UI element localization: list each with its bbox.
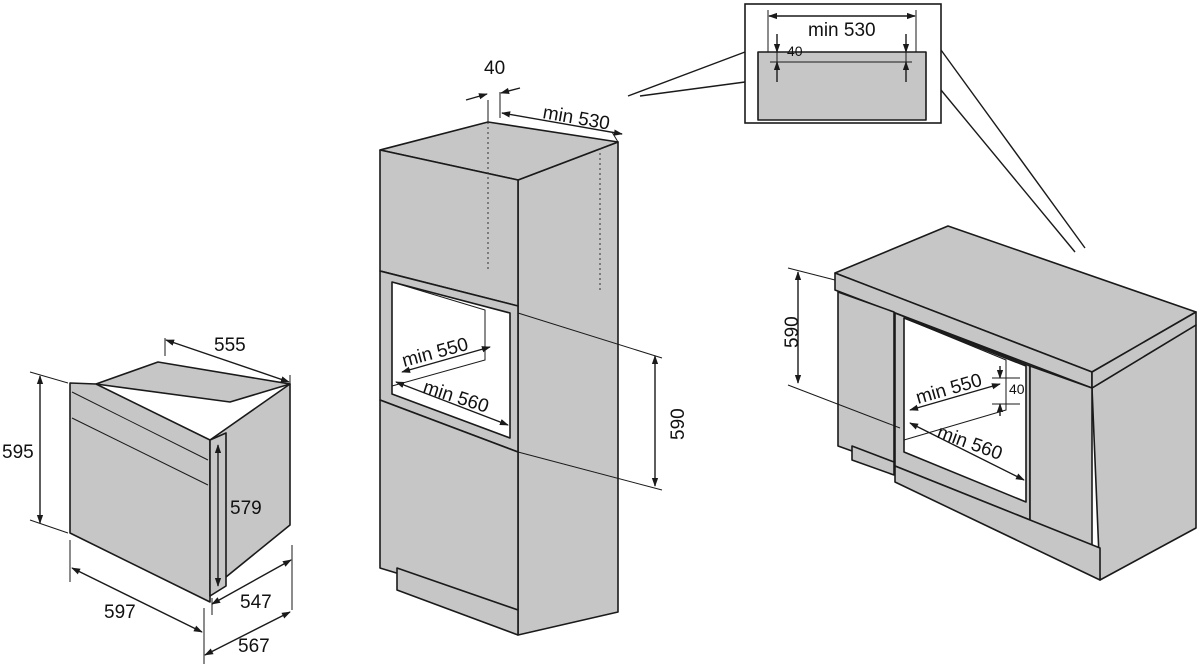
undercounter-width-arrow xyxy=(909,422,1025,481)
oven-overall-width-label: 567 xyxy=(238,636,270,657)
undercounter-right-panel xyxy=(1029,365,1093,551)
oven-body-width-label: 547 xyxy=(240,592,272,613)
oven-dimensions: 555 595 597 579 547 567 xyxy=(2,335,293,664)
detail-width-label: min 530 xyxy=(808,20,876,41)
niche-height-label: 590 xyxy=(668,408,689,440)
oven-top-face xyxy=(95,361,291,403)
undercounter-height-label: 590 xyxy=(782,316,803,348)
tall-cabinet xyxy=(379,121,619,636)
oven-depth-label: 555 xyxy=(214,335,246,356)
detail-callout: min 530 40 xyxy=(627,3,1086,253)
oven-door-edge xyxy=(71,417,209,486)
cabinet-plinth xyxy=(396,567,519,636)
oven-front-panel xyxy=(69,382,211,603)
oven-front-width-arrow xyxy=(71,567,203,633)
niche-depth-arrow xyxy=(401,346,491,373)
niche-inner-corner xyxy=(391,281,486,387)
undercounter-gap-label: 40 xyxy=(1009,381,1025,397)
undercounter-unit xyxy=(834,225,1197,581)
top-depth-label: min 530 xyxy=(541,102,611,134)
oven-overall-width-arrow xyxy=(204,611,291,656)
detail-worktop xyxy=(757,51,927,121)
undercounter-plinth xyxy=(894,465,1101,581)
oven-front-width-label: 597 xyxy=(104,602,136,623)
oven-depth-arrow xyxy=(165,339,290,383)
undercounter-left-plinth xyxy=(851,445,895,476)
top-gap-arrow-left xyxy=(465,93,488,101)
top-depth-arrow xyxy=(501,111,623,136)
top-gap-label: 40 xyxy=(484,58,505,79)
oven-body-width-arrow xyxy=(211,559,292,605)
worktop-side-edge xyxy=(1091,311,1197,389)
oven-control-strip xyxy=(71,391,209,461)
built-in-oven xyxy=(69,361,291,603)
undercounter-left-panel xyxy=(837,291,895,467)
cabinet-side-right xyxy=(517,141,619,636)
oven-body-height-label: 579 xyxy=(230,498,262,519)
top-gap-arrow-right xyxy=(500,87,521,94)
niche-width-arrow xyxy=(395,381,509,426)
detail-gap-label: 40 xyxy=(787,43,803,59)
oven-height-label: 595 xyxy=(2,442,34,463)
undercounter-depth-arrow xyxy=(909,383,1001,411)
